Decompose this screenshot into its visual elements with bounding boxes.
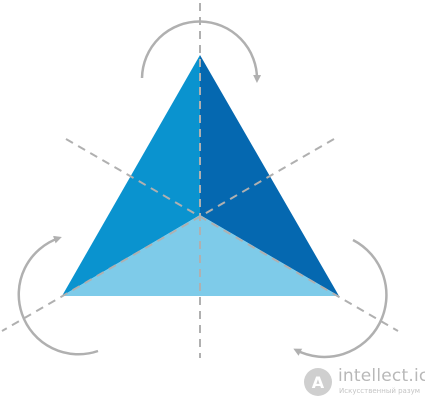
right-rotation-arrow <box>293 238 388 359</box>
intellect-logo-icon: A <box>304 368 332 396</box>
watermark-site-name: intellect.icu <box>338 366 425 386</box>
top-rotation-arrow <box>140 20 262 83</box>
watermark-tagline: Искусственный разум <box>339 387 420 395</box>
left-rotation-arrow <box>17 235 99 356</box>
svg-text:A: A <box>312 373 325 392</box>
left-symmetry-axis <box>65 138 399 332</box>
right-symmetry-axis <box>1 138 335 332</box>
